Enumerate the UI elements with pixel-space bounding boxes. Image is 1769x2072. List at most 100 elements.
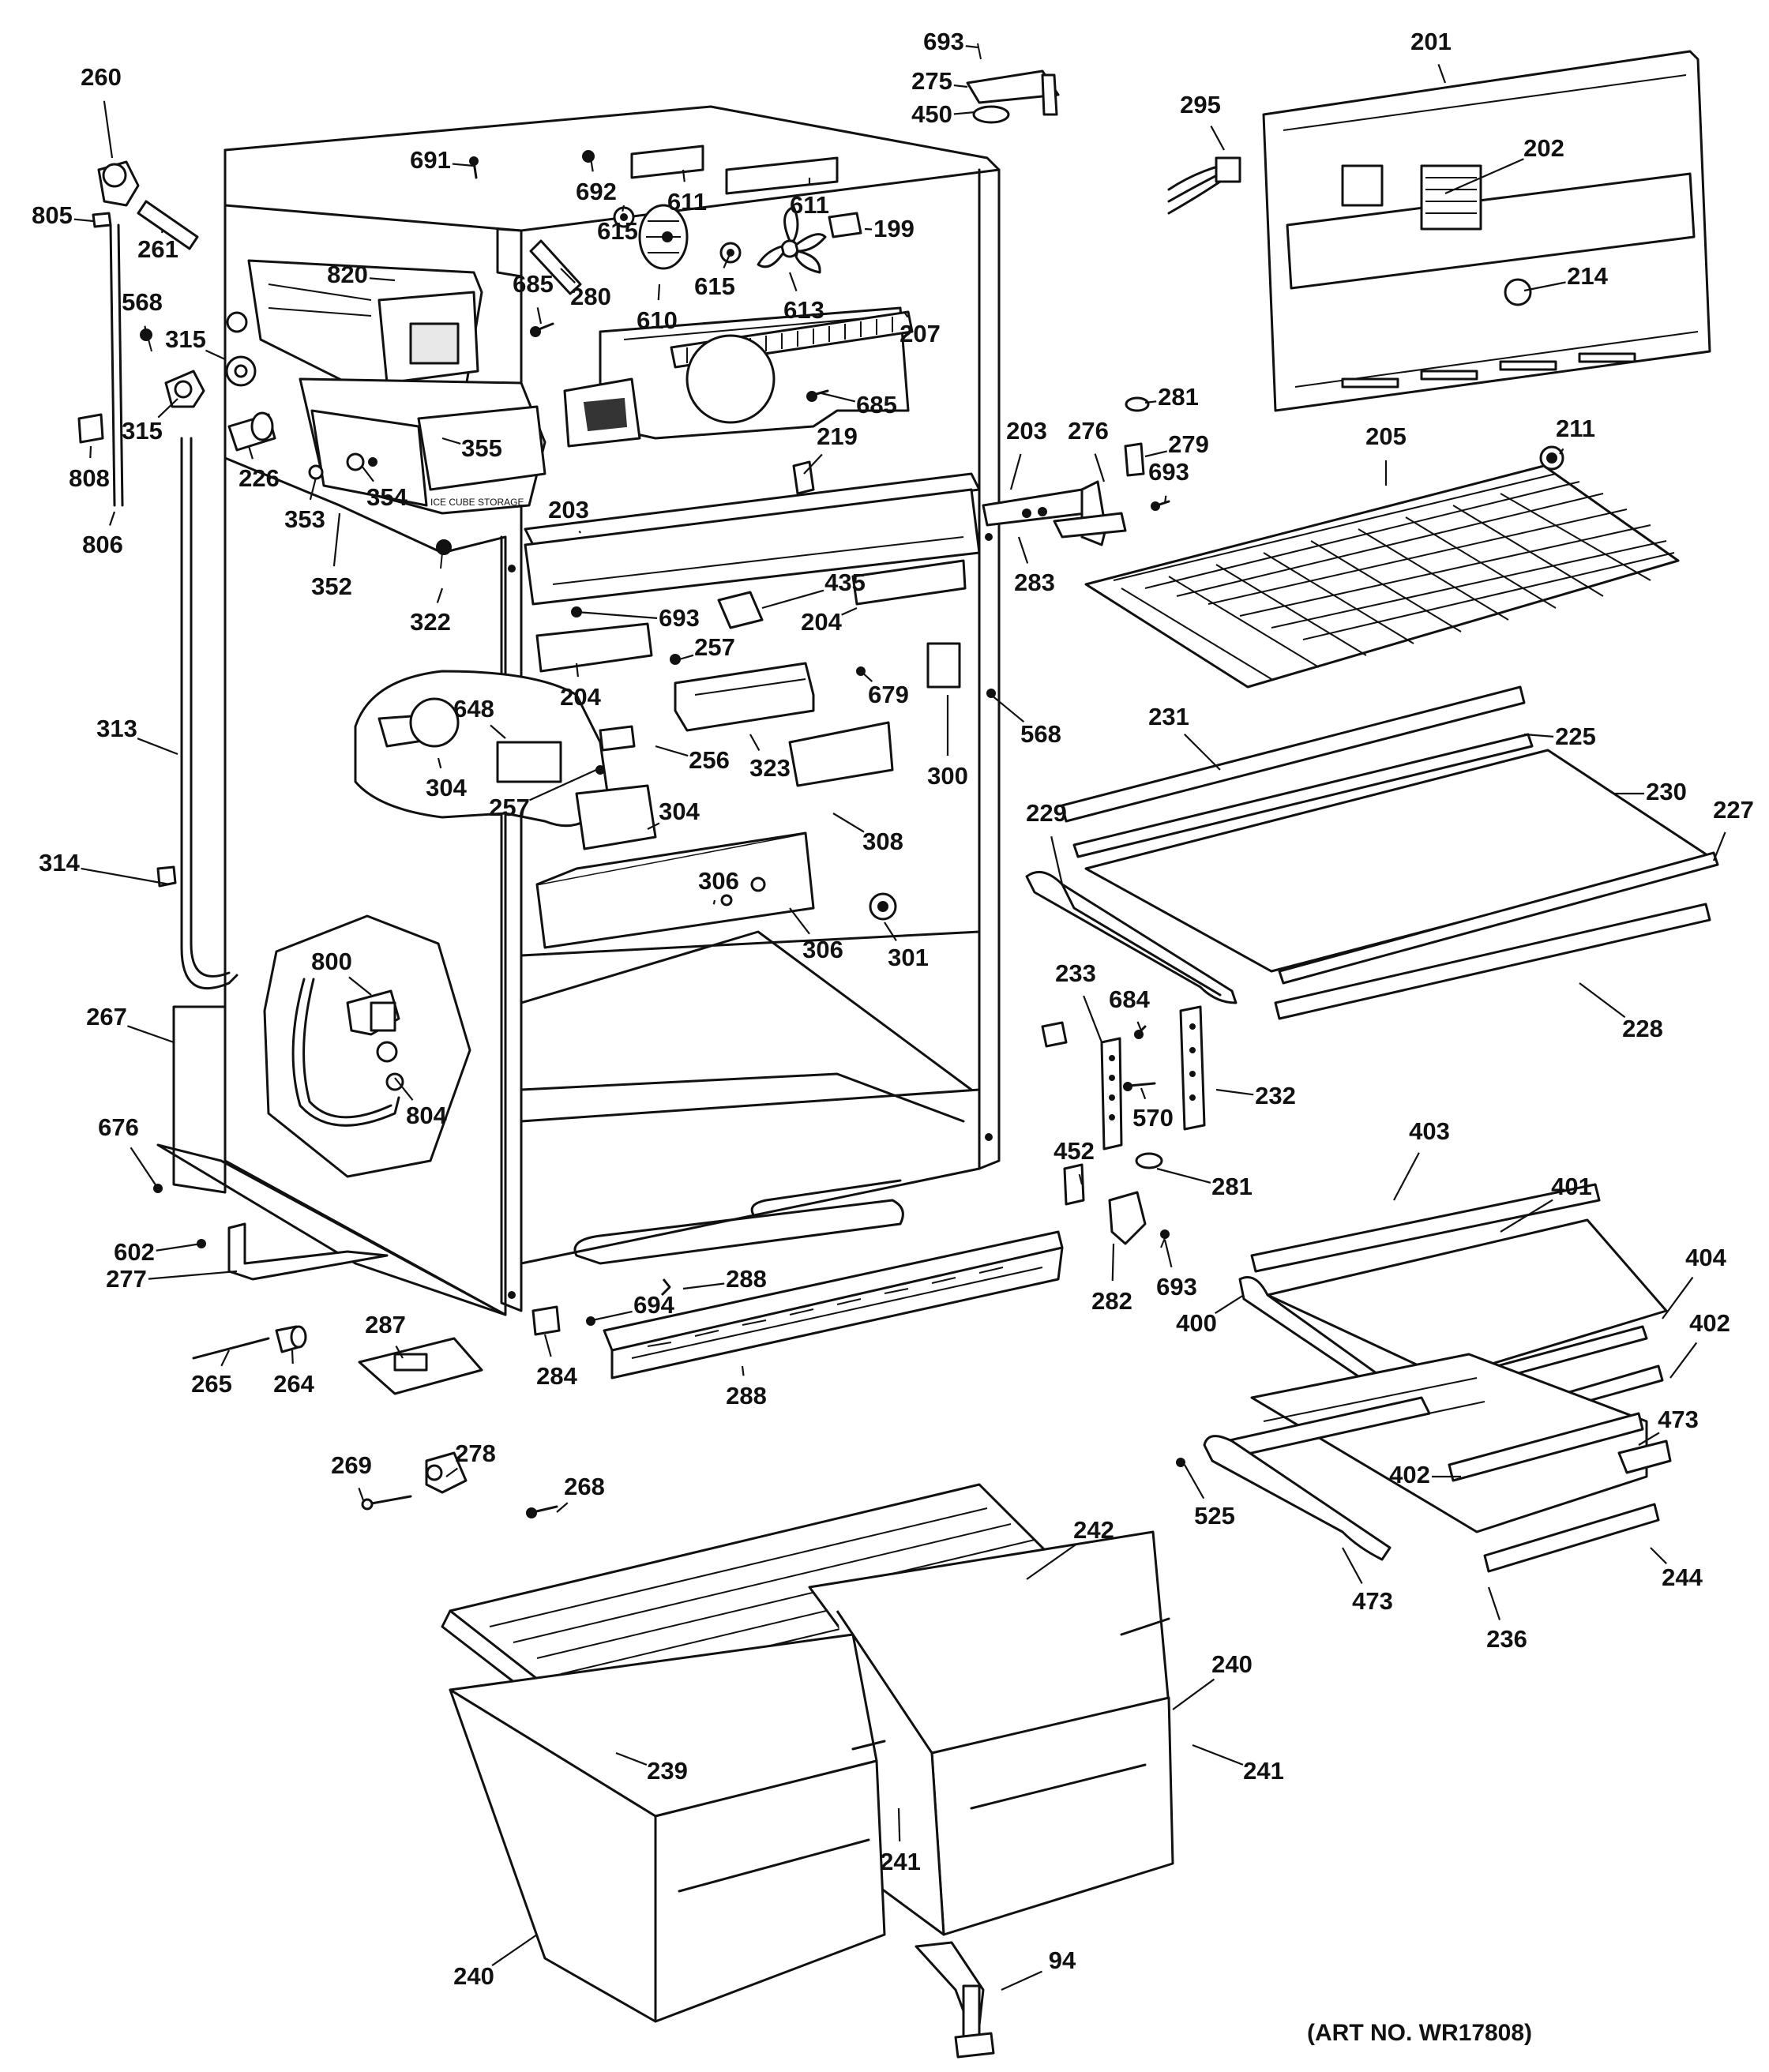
leader-line-435: [761, 589, 824, 610]
leader-line-225: [1523, 733, 1554, 738]
part-label-264: 264: [273, 1370, 314, 1398]
part-label-232: 232: [1255, 1082, 1296, 1109]
part-label-693a: 693: [923, 28, 964, 55]
leader-line-242: [1026, 1544, 1076, 1580]
part-label-203b: 203: [548, 496, 589, 524]
leader-line-313: [137, 738, 178, 756]
part-label-275: 275: [911, 67, 952, 95]
leader-line-295: [1210, 126, 1225, 151]
part-label-304b: 304: [659, 798, 700, 825]
part-label-201: 201: [1410, 28, 1452, 55]
part-label-260: 260: [81, 63, 122, 91]
part-label-241a: 241: [1243, 1757, 1284, 1785]
leader-line-94: [1001, 1970, 1042, 1991]
part-label-679: 679: [868, 681, 909, 708]
part-label-401: 401: [1551, 1173, 1592, 1200]
leader-line-268: [556, 1502, 569, 1513]
leader-line-806: [108, 511, 116, 526]
leader-line-679: [860, 670, 873, 682]
part-label-199: 199: [873, 215, 915, 242]
leader-line-228: [1579, 982, 1626, 1019]
leader-line-304a: [437, 757, 442, 769]
part-label-301: 301: [888, 944, 929, 971]
part-label-282: 282: [1091, 1287, 1132, 1315]
part-label-315a: 315: [165, 325, 206, 353]
part-label-685b: 685: [856, 391, 897, 419]
part-label-685a: 685: [513, 270, 554, 298]
part-label-244: 244: [1662, 1563, 1703, 1591]
leader-line-314: [81, 867, 171, 886]
part-label-314: 314: [39, 849, 80, 876]
leader-line-278: [445, 1467, 459, 1477]
part-label-242: 242: [1073, 1516, 1114, 1544]
leader-line-279: [1144, 450, 1168, 458]
leader-line-693d: [1163, 1239, 1173, 1268]
leader-line-820: [369, 277, 396, 282]
part-label-205: 205: [1365, 422, 1407, 450]
leader-line-315a: [205, 349, 226, 360]
leader-line-202: [1444, 158, 1524, 195]
leader-line-288b: [741, 1365, 745, 1376]
part-label-615b: 615: [694, 272, 735, 300]
leader-line-288a: [682, 1282, 725, 1290]
leader-line-353: [309, 477, 317, 501]
part-label-204b: 204: [560, 683, 601, 711]
leader-line-800: [348, 976, 372, 996]
part-label-525: 525: [1194, 1502, 1235, 1530]
leader-line-214: [1523, 281, 1566, 292]
leader-line-693c: [576, 610, 658, 619]
part-label-473a: 473: [1658, 1406, 1699, 1433]
leader-line-277: [148, 1270, 238, 1280]
leader-line-570: [1140, 1087, 1147, 1100]
leader-line-204b: [575, 663, 580, 678]
leader-line-401: [1500, 1199, 1553, 1233]
part-label-684: 684: [1109, 985, 1150, 1013]
leader-line-226: [247, 445, 254, 460]
part-label-354: 354: [366, 483, 408, 511]
leader-line-275: [953, 84, 968, 88]
leader-line-693b: [1163, 495, 1167, 505]
part-label-202: 202: [1523, 134, 1564, 162]
part-label-256: 256: [689, 746, 730, 774]
leader-line-281b: [1156, 1167, 1211, 1184]
shelf-supports: [1041, 1005, 1206, 1248]
part-label-610: 610: [637, 306, 678, 334]
leader-lines: [73, 45, 1726, 1991]
part-label-352: 352: [311, 572, 352, 600]
part-label-219: 219: [817, 422, 858, 450]
part-label-400: 400: [1176, 1309, 1217, 1337]
leader-line-804: [394, 1077, 414, 1101]
leader-line-276: [1094, 453, 1106, 482]
art-number: (ART NO. WR17808): [1307, 2020, 1533, 2046]
leader-line-257b: [529, 768, 597, 801]
leader-line-808: [89, 445, 92, 459]
part-label-214: 214: [1567, 262, 1608, 290]
part-label-676: 676: [98, 1113, 139, 1141]
leader-line-211: [1559, 448, 1564, 455]
part-label-295: 295: [1180, 91, 1221, 118]
part-label-435: 435: [824, 569, 866, 596]
part-label-226: 226: [238, 464, 280, 492]
leader-line-240a: [1172, 1678, 1215, 1710]
leader-line-284: [543, 1334, 552, 1357]
leader-line-264: [291, 1349, 294, 1364]
part-label-287: 287: [365, 1311, 406, 1338]
part-label-225: 225: [1555, 723, 1596, 750]
part-label-241b: 241: [880, 1848, 921, 1875]
part-label-402b: 402: [1389, 1461, 1430, 1488]
part-label-280: 280: [570, 283, 611, 310]
freezer-door-liner: [966, 43, 1711, 511]
leader-line-256: [655, 745, 689, 757]
crisper-shelf-assembly: [1176, 1183, 1672, 1573]
part-label-277: 277: [106, 1265, 147, 1293]
leader-line-265: [220, 1349, 230, 1367]
part-label-228: 228: [1622, 1015, 1663, 1042]
part-label-452: 452: [1054, 1137, 1095, 1165]
part-label-288a: 288: [726, 1265, 767, 1293]
leader-line-694: [592, 1310, 633, 1322]
part-label-808: 808: [69, 464, 110, 492]
leader-line-693a: [965, 45, 978, 49]
part-label-323: 323: [749, 754, 791, 782]
leader-line-692: [589, 157, 594, 172]
part-label-315b: 315: [122, 417, 163, 445]
